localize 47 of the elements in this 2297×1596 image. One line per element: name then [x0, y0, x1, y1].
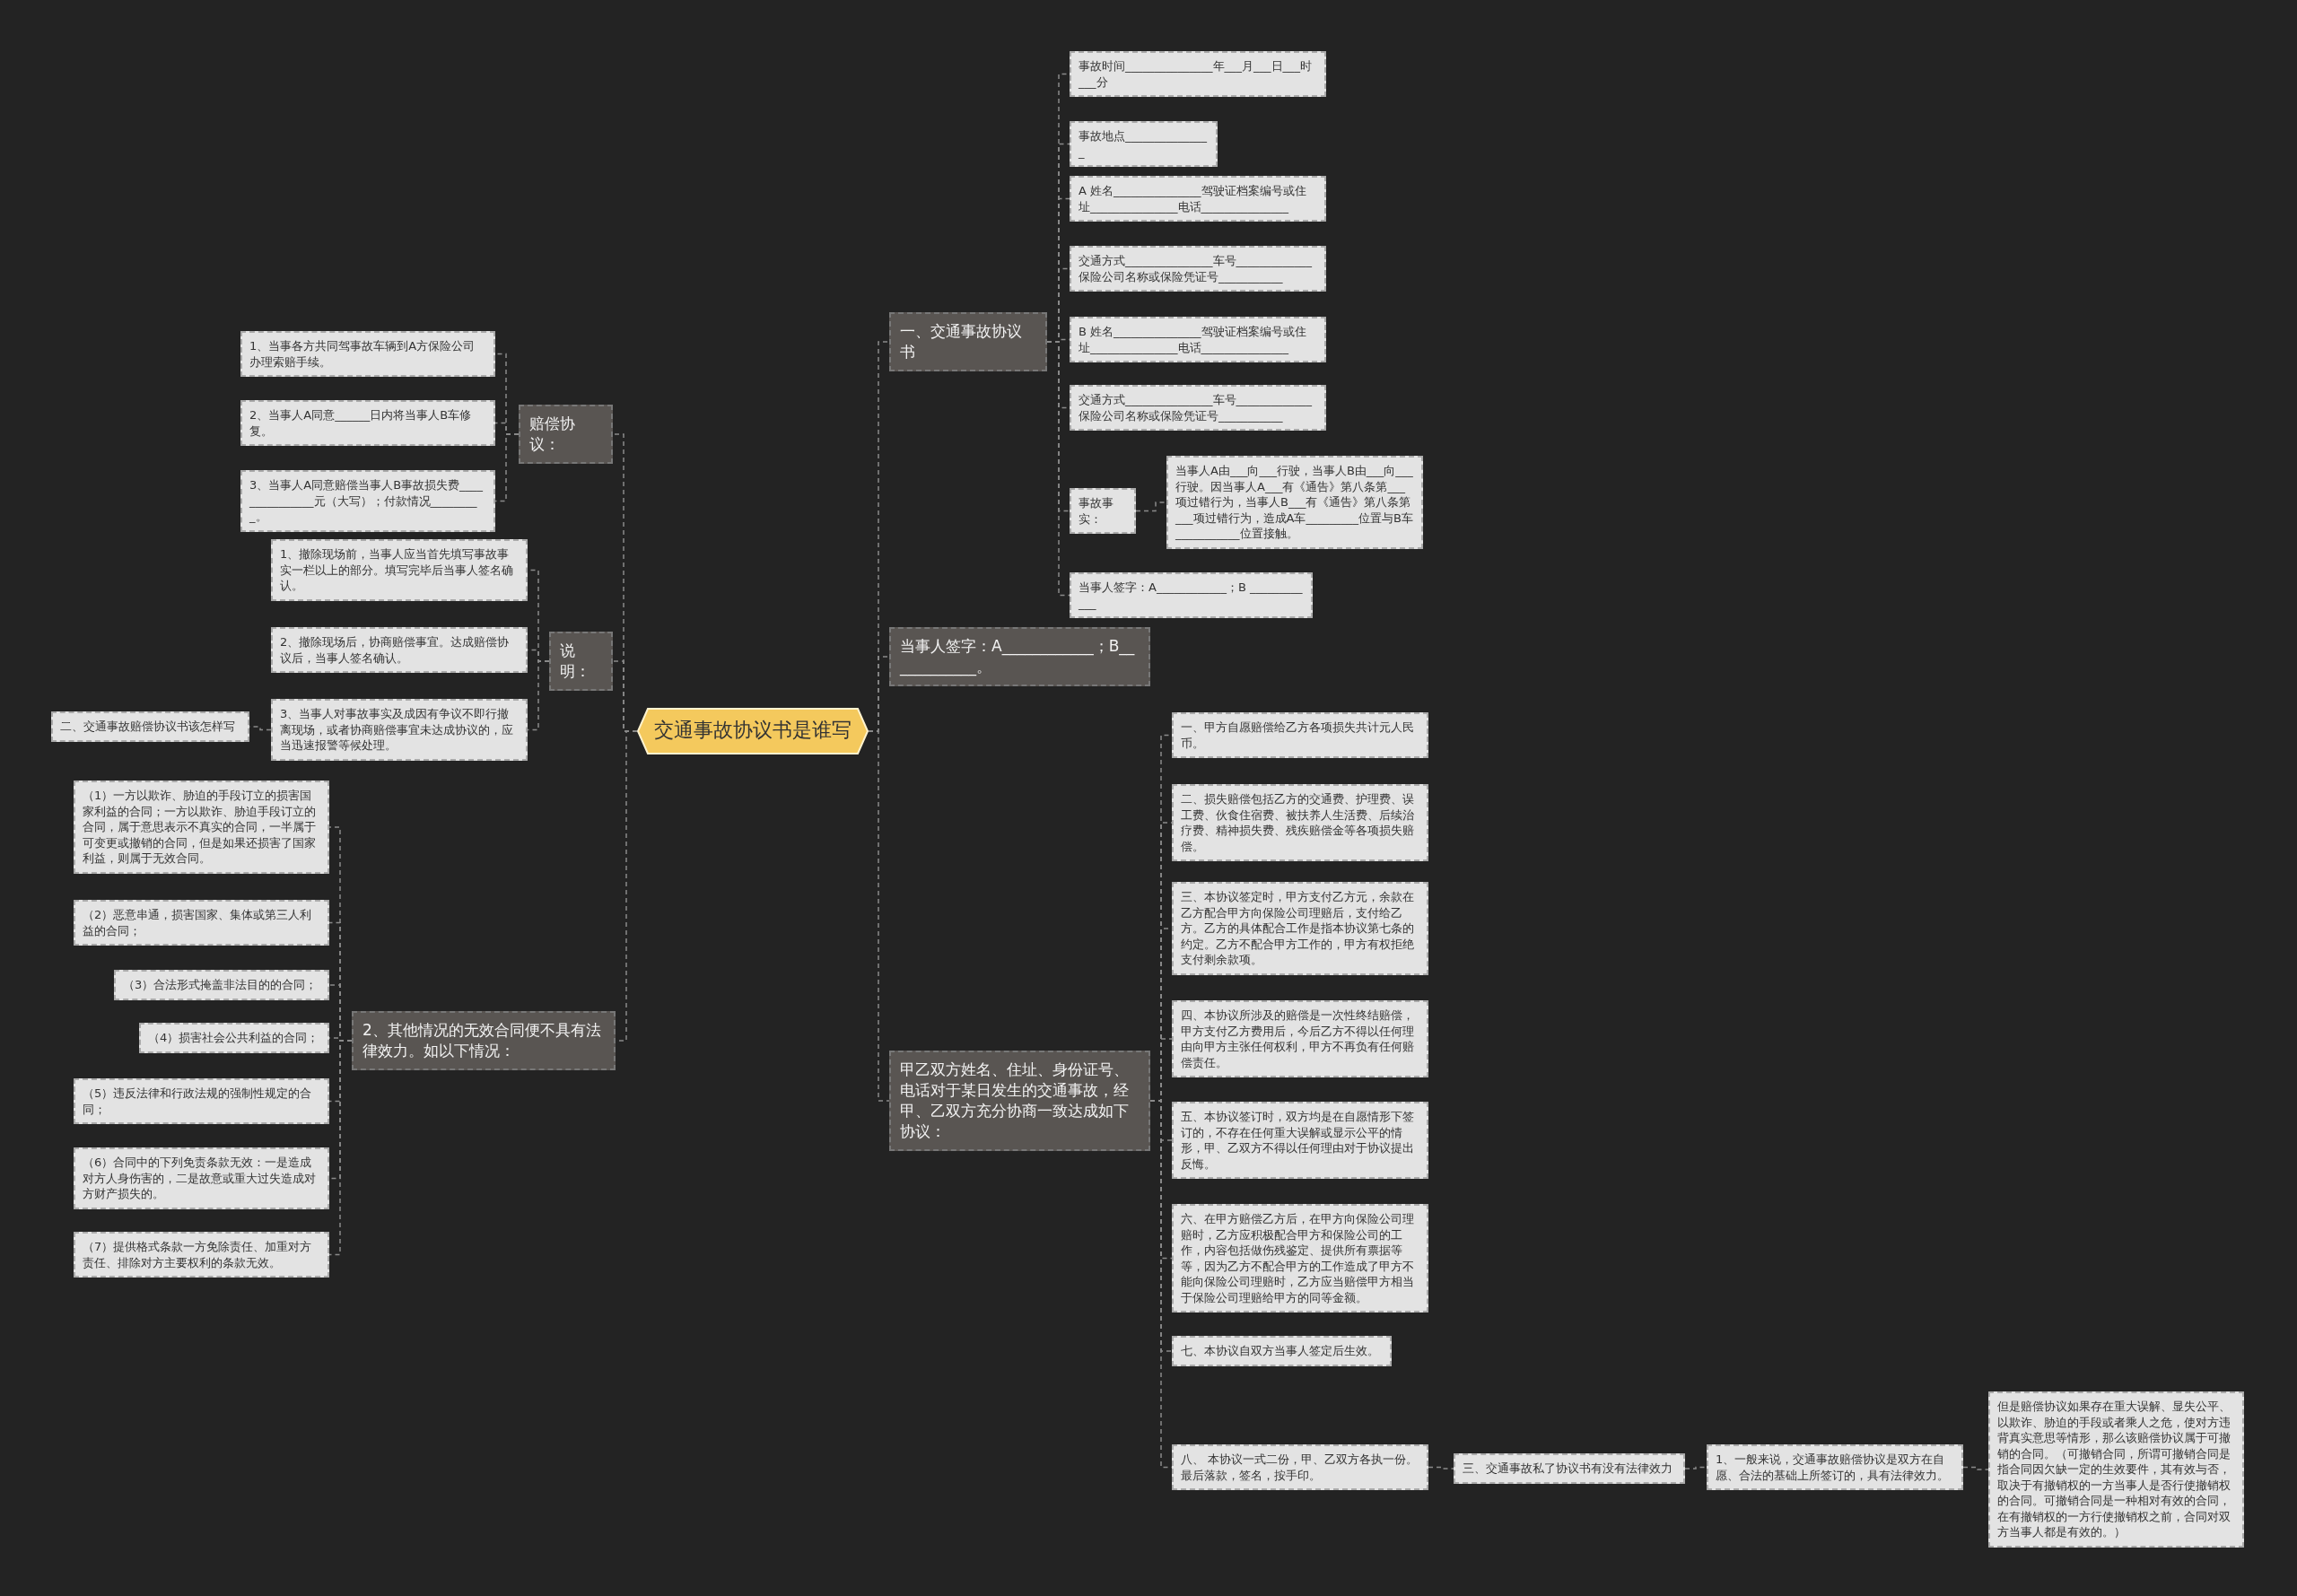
topic-box: 六、在甲方赔偿乙方后，在甲方向保险公司理赔时，乙方应积极配合甲方和保险公司的工作，内容包括做伤残鉴定、提供所有票据等等，因为乙方不配合甲方的工作造成了甲方不能向保险公司理赔时，乙方应当赔偿甲方相当于保险公司理赔给甲方的同等金额。	[1172, 1204, 1428, 1313]
topic-box: 1、撤除现场前，当事人应当首先填写事故事实一栏以上的部分。填写完毕后当事人签名确认。	[271, 539, 528, 601]
topic-box: 3、当事人对事故事实及成因有争议不即行撤离现场，或者协商赔偿事宜未达成协议的，应当迅速报警等候处理。	[271, 699, 528, 761]
topic-box: （5）违反法律和行政法规的强制性规定的合同；	[74, 1078, 329, 1125]
topic-box: （7）提供格式条款一方免除责任、加重对方责任、排除对方主要权利的条款无效。	[74, 1232, 329, 1278]
topic-box: 五、本协议签订时，双方均是在自愿情形下签订的，不存在任何重大误解或显示公平的情形，甲、乙双方不得以任何理由对于协议提出反悔。	[1172, 1102, 1428, 1180]
topic-box: （2）恶意串通，损害国家、集体或第三人利益的合同；	[74, 900, 329, 946]
topic-box: 三、交通事故私了协议书有没有法律效力	[1454, 1453, 1685, 1484]
connector-line	[1046, 341, 1070, 597]
branch-box: 赔偿协议：	[519, 405, 613, 464]
branch-box: 一、交通事故协议书	[889, 312, 1047, 371]
topic-box: 2、当事人A同意______日内将当事人B车修复。	[240, 400, 495, 447]
topic-box: 交通方式_______________车号_____________保险公司名称或保险凭证号___________	[1070, 246, 1326, 292]
topic-box: 1、一般来说，交通事故赔偿协议是双方在自愿、合法的基础上所签订的，具有法律效力。	[1707, 1444, 1963, 1491]
topic-box: 当事人签字：A____________；B ____________	[1070, 572, 1313, 619]
topic-box: 三、本协议签定时，甲方支付乙方元，余款在乙方配合甲方向保险公司理赔后，支付给乙方。乙方的具体配合工作是指本协议第七条的约定。乙方不配合甲方工作的，甲方有权拒绝支付剩余款项。	[1172, 882, 1428, 975]
topic-box: A 姓名_______________驾驶证档案编号或住址_______________电话_______________	[1070, 176, 1326, 222]
topic-box: 事故时间_______________年___月___日___时___分	[1070, 51, 1326, 98]
connector-line	[328, 1040, 353, 1256]
connector-line	[1684, 1466, 1707, 1470]
topic-box: B 姓名_______________驾驶证档案编号或住址_______________电话_______________	[1070, 317, 1326, 363]
topic-box: （4）损害社会公共利益的合同；	[139, 1023, 329, 1053]
branch-box: 当事人签字：A____________；B____________。	[889, 627, 1150, 686]
connector-line	[1428, 1466, 1454, 1470]
branch-box: 甲乙双方姓名、住址、身份证号、电话对于某日发生的交通事故，经甲、乙双方充分协商一致达成如下协议：	[889, 1051, 1150, 1151]
topic-box: 八、 本协议一式二份，甲、乙双方各执一份。最后落款，签名，按手印。	[1172, 1444, 1428, 1491]
topic-box: 交通方式_______________车号_____________保险公司名称或保险凭证号___________	[1070, 385, 1326, 432]
topic-box: 一、甲方自愿赔偿给乙方各项损失共计元人民币。	[1172, 712, 1428, 759]
topic-box: 当事人A由___向___行驶，当事人B由___向___行驶。因当事人A___有《通告》第八条第___项过错行为，当事人B___有《通告》第八条第___项过错行为，造成A车_________位置与B车___________位置接触。	[1166, 456, 1423, 549]
topic-box: 二、交通事故赔偿协议书该怎样写	[51, 711, 249, 742]
topic-hexagon: 交通事故协议书是谁写	[637, 708, 869, 754]
topic-box: （1）一方以欺诈、胁迫的手段订立的损害国家利益的合同；一方以欺诈、胁迫手段订立的合同，属于意思表示不真实的合同，一半属于可变更或撤销的合同，但是如果还损害了国家利益，则属于无效合同。	[74, 781, 329, 874]
branch-box: 2、其他情况的无效合同便不具有法律效力。如以下情况：	[352, 1011, 616, 1070]
topic-box: （6）合同中的下列免责条款无效：一是造成对方人身伤害的，二是故意或重大过失造成对方财产损失的。	[74, 1147, 329, 1209]
topic-box: 四、本协议所涉及的赔偿是一次性终结赔偿，甲方支付乙方费用后，今后乙方不得以任何理由向甲方主张任何权利，甲方不再负有任何赔偿责任。	[1172, 1000, 1428, 1078]
topic-box: 二、损失赔偿包括乙方的交通费、护理费、误工费、伙食住宿费、被扶养人生活费、后续治疗费、精神损失费、残疾赔偿金等各项损失赔偿。	[1172, 784, 1428, 862]
connector-line	[1962, 1466, 1989, 1470]
topic-box: 七、本协议自双方当事人签定后生效。	[1172, 1336, 1392, 1366]
topic-box: 但是赔偿协议如果存在重大误解、显失公平、以欺诈、胁迫的手段或者乘人之危，使对方违背真实意思等情形，那么该赔偿协议属于可撤销的合同。（可撤销合同，所谓可撤销合同是指合同因欠缺一定的生效要件，其有效与否，取决于有撤销权的一方当事人是否行使撤销权的合同。可撤销合同是一种相对有效的合同，在有撤销权的一方行使撤销权之前，合同对双方当事人都是有效的。）	[1988, 1391, 2244, 1548]
topic-box: 2、撤除现场后，协商赔偿事宜。达成赔偿协议后，当事人签名确认。	[271, 627, 528, 674]
branch-box: 说明：	[549, 632, 613, 691]
connector-line	[1135, 501, 1167, 512]
topic-box: 1、当事各方共同驾事故车辆到A方保险公司办理索赔手续。	[240, 331, 495, 378]
topic-box: 事故地点_______________	[1070, 121, 1218, 168]
topic-box: （3）合法形式掩盖非法目的的合同；	[114, 970, 329, 1000]
topic-box: 3、当事人A同意赔偿当事人B事故损失费_______________元（大写）；付款情况_________。	[240, 470, 495, 532]
topic-box: 事故事实：	[1070, 488, 1136, 535]
